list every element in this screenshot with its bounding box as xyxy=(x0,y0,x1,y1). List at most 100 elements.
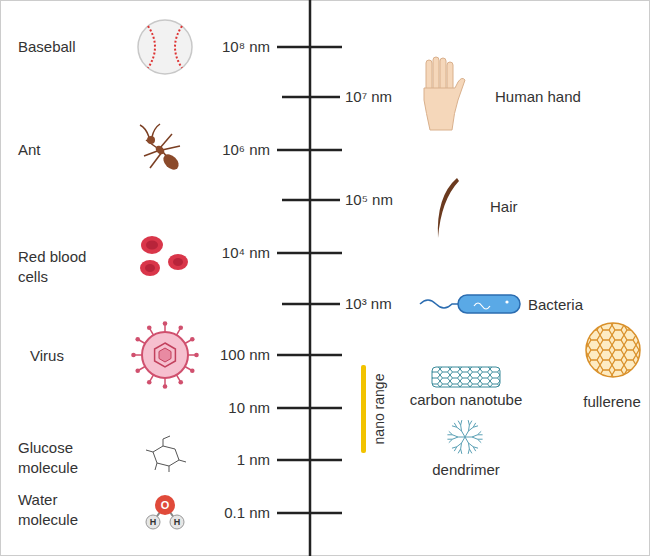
dendrimer-icon-part xyxy=(465,437,472,438)
dendrimer-icon-part xyxy=(457,443,462,447)
virus-icon-part xyxy=(177,375,181,381)
dendrimer-icon-part xyxy=(458,437,465,438)
dendrimer-icon-part xyxy=(449,439,453,442)
water-molecule-icon-part xyxy=(146,515,160,529)
dendrimer-icon-part xyxy=(478,431,482,434)
scale-value: 10³ nm xyxy=(345,294,392,314)
bacteria-icon xyxy=(420,295,520,313)
carbon-nanotube-icon xyxy=(432,367,500,387)
fullerene-icon xyxy=(584,321,644,381)
atom-symbol: H xyxy=(174,517,181,528)
virus-icon-part xyxy=(185,367,191,371)
dendrimer-icon-part xyxy=(472,437,478,439)
carbon-nanotube-icon-part xyxy=(432,367,500,387)
object-name: Hair xyxy=(490,197,518,217)
dendrimer-icon-part xyxy=(449,431,453,434)
virus-icon-part xyxy=(142,332,188,378)
dendrimer-icon-part xyxy=(452,437,458,439)
ant-icon-part xyxy=(152,124,160,137)
baseball-icon-part xyxy=(148,26,155,68)
glucose-icon xyxy=(146,436,186,472)
bacteria-icon-part xyxy=(505,300,508,303)
scale-axis-part xyxy=(277,512,342,515)
scale-value: 10⁶ nm xyxy=(222,140,270,160)
virus-icon-part xyxy=(131,353,136,358)
glucose-icon-part xyxy=(146,450,153,452)
range-label: nano range xyxy=(371,374,387,445)
scale-value: 100 nm xyxy=(220,345,270,365)
dendrimer-icon-part xyxy=(454,423,457,427)
glucose-icon-part xyxy=(155,463,157,470)
virus-icon-part xyxy=(155,343,176,367)
scale-axis-part xyxy=(277,149,342,152)
ant-icon-part xyxy=(160,151,181,172)
dendrimer-icon-part xyxy=(462,431,466,437)
scale-axis-part xyxy=(277,46,342,49)
red-blood-cells-icon xyxy=(140,236,188,276)
dendrimer-icon-part xyxy=(473,426,478,427)
virus-icon-part xyxy=(194,353,199,358)
human-hand-icon-part xyxy=(424,78,465,130)
dendrimer-icon-part xyxy=(462,437,466,443)
virus-icon-part xyxy=(188,354,195,356)
scale-value: 0.1 nm xyxy=(224,503,270,523)
dendrimer-icon-part xyxy=(460,425,462,431)
ant-icon-part xyxy=(162,146,180,150)
virus-icon-part xyxy=(177,329,181,335)
red-blood-cells-icon-part xyxy=(173,258,183,266)
human-hand-icon-part xyxy=(433,57,439,92)
scale-value: 10⁵ nm xyxy=(345,190,393,210)
fullerene-icon-part xyxy=(586,323,640,377)
baseball-icon xyxy=(138,20,192,74)
ant-icon xyxy=(140,124,182,173)
dendrimer-icon-part xyxy=(473,447,476,451)
red-blood-cells-icon-part xyxy=(140,260,160,276)
dendrimer-icon-part xyxy=(468,449,469,454)
dendrimer-icon-part xyxy=(452,447,457,448)
scale-value: 10⁸ nm xyxy=(222,37,270,57)
object-name: fullerene xyxy=(583,392,641,412)
scale-axis-part xyxy=(282,199,340,202)
virus-icon-part xyxy=(147,325,152,330)
dendrimer-icon-part xyxy=(468,420,469,425)
dendrimer-icon-part xyxy=(458,421,461,425)
atom-symbol: O xyxy=(161,499,170,512)
scale-axis-part xyxy=(277,459,342,462)
ant-icon-part xyxy=(150,152,162,168)
object-name: Water molecule xyxy=(18,490,108,530)
virus-icon-part xyxy=(139,340,145,344)
red-blood-cells-icon-part xyxy=(146,241,158,250)
virus-icon xyxy=(131,321,199,389)
bacteria-icon-part xyxy=(474,303,490,309)
scale-axis-part xyxy=(277,407,342,410)
virus-icon-part xyxy=(190,337,195,342)
virus-icon-part xyxy=(164,325,166,332)
virus-icon-part xyxy=(150,375,154,381)
virus-icon-part xyxy=(178,380,183,385)
virus-icon-part xyxy=(139,367,145,371)
object-name: Glucose molecule xyxy=(18,438,108,478)
glucose-icon-part xyxy=(163,436,170,439)
red-blood-cells-icon-part xyxy=(141,236,163,254)
glucose-icon-part xyxy=(179,460,186,462)
virus-icon-part xyxy=(164,378,166,385)
fullerene-icon-part xyxy=(584,321,644,381)
nano-range-bar xyxy=(361,365,366,453)
dendrimer-icon-part xyxy=(461,420,462,425)
virus-icon-part xyxy=(147,380,152,385)
scale-axis-part xyxy=(277,252,342,255)
object-name: Virus xyxy=(30,346,64,366)
glucose-icon-part xyxy=(163,439,164,446)
virus-icon-part xyxy=(135,337,140,342)
ant-icon-part xyxy=(154,144,166,156)
object-name: Red blood cells xyxy=(18,247,108,287)
baseball-icon-part xyxy=(138,20,192,74)
hair-icon-part xyxy=(438,178,459,238)
red-blood-cells-icon-part xyxy=(168,254,188,270)
virus-icon-part xyxy=(150,329,154,335)
human-hand-icon-part xyxy=(426,60,432,92)
ant-icon-part xyxy=(140,125,149,137)
object-name: Ant xyxy=(18,140,41,160)
